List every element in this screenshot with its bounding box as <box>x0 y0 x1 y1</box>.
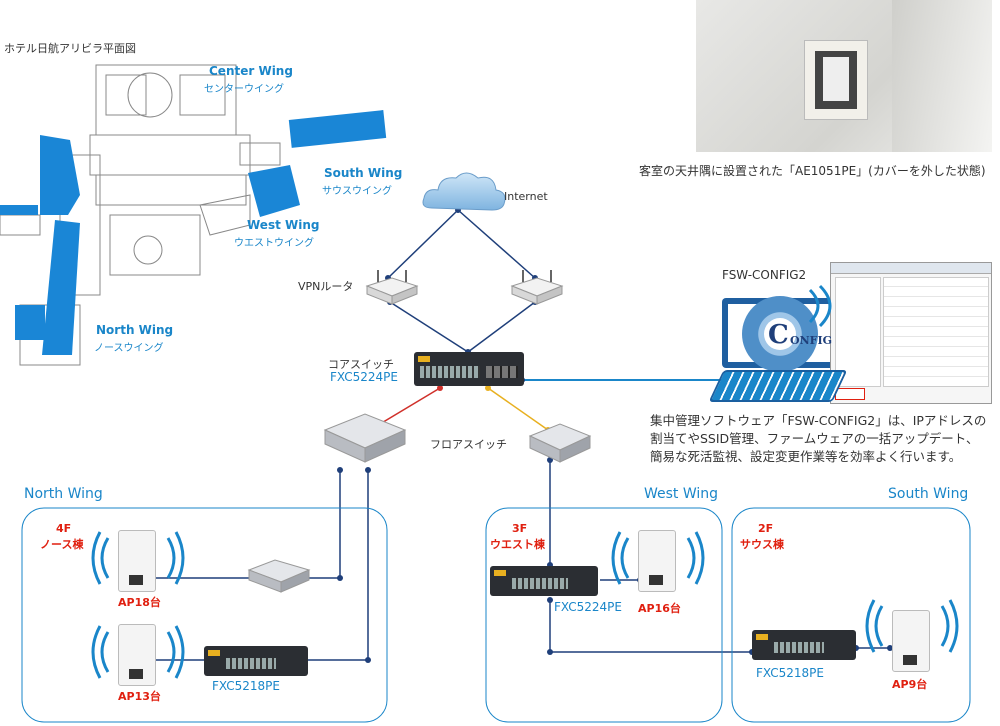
photo-caption: 客室の天井隅に設置された「AE1051PE」(カバーを外した状態) <box>639 164 986 178</box>
north-wing-title: North Wing <box>24 486 103 502</box>
ap-device-west-icon <box>638 530 676 592</box>
floorplan-map <box>0 64 387 366</box>
core-switch-icon <box>414 352 524 386</box>
ceiling-photo <box>696 0 992 152</box>
access-point-photo <box>804 40 868 120</box>
west-switch-model: FXC5224PE <box>554 600 622 614</box>
south-switch-icon <box>752 630 856 660</box>
ap-wifi-south-icon <box>865 599 959 653</box>
south-switch-model: FXC5218PE <box>756 666 824 680</box>
west-ap-count: AP16台 <box>638 602 681 615</box>
wing-north-en: North Wing <box>96 323 174 337</box>
west-floor: 3F <box>512 522 528 535</box>
core-switch-label: コアスイッチ <box>328 358 394 371</box>
floorplan-title: ホテル日航アリビラ平面図 <box>4 42 136 55</box>
west-switch-icon <box>490 566 598 596</box>
software-desc-2: 割当てやSSID管理、ファームウェアの一括アップデート、 <box>650 431 979 446</box>
vpn-router-right-icon <box>510 270 564 305</box>
internet-label: Internet <box>504 190 548 203</box>
internet-cloud-icon <box>422 172 506 211</box>
config-gear-icon <box>742 296 818 372</box>
west-floor-name: ウエスト棟 <box>490 538 545 551</box>
north-ap1-count: AP18台 <box>118 596 161 609</box>
software-title: FSW-CONFIG2 <box>722 268 807 282</box>
ap-device-south-icon <box>892 610 930 672</box>
wing-south-en: South Wing <box>324 166 403 180</box>
south-ap-count: AP9台 <box>892 678 928 691</box>
wing-west-en: West Wing <box>247 218 320 232</box>
wing-center-en: Center Wing <box>209 64 293 78</box>
floor-switch-label: フロアスイッチ <box>430 438 507 451</box>
config-logo-rest: ONFIG <box>790 334 832 347</box>
wing-north-jp: ノースウイング <box>94 343 164 354</box>
config-logo-c: C <box>768 320 789 350</box>
wifi-signal-icon <box>808 284 832 328</box>
ap-wifi-west-icon <box>611 531 705 585</box>
floor-switch-left-icon <box>323 413 407 463</box>
wing-highlights <box>0 110 387 355</box>
wing-west-jp: ウエストウイング <box>234 238 314 249</box>
wing-center-jp: センターウイング <box>204 84 284 95</box>
west-wing-title: West Wing <box>644 486 719 502</box>
ap-device-north-2-icon <box>118 624 156 686</box>
vpn-router-label: VPNルータ <box>298 280 354 293</box>
wing-south-jp: サウスウイング <box>322 186 392 197</box>
vpn-router-left-icon <box>365 270 419 305</box>
north-switch-model: FXC5218PE <box>212 679 280 693</box>
software-desc-3: 簡易な死活監視、設定変更作業等を効率よく行います。 <box>650 449 962 464</box>
highlight-box <box>835 388 865 400</box>
south-floor-name: サウス棟 <box>740 538 784 551</box>
north-ap2-count: AP13台 <box>118 690 161 703</box>
software-desc-1: 集中管理ソフトウェア「FSW-CONFIG2」は、IPアドレスの <box>650 413 987 428</box>
ap-wifi-north-1-icon <box>91 531 185 585</box>
keyboard-icon <box>708 370 848 402</box>
floor-switch-right-icon <box>528 423 592 463</box>
south-wing-title: South Wing <box>888 486 969 502</box>
software-window <box>830 262 992 404</box>
south-floor: 2F <box>758 522 774 535</box>
ap-device-north-1-icon <box>118 530 156 592</box>
core-switch-model: FXC5224PE <box>330 370 398 384</box>
north-small-switch-icon <box>247 559 311 593</box>
ap-wifi-north-2-icon <box>91 625 185 679</box>
north-switch-icon <box>204 646 308 676</box>
north-floor: 4F <box>56 522 72 535</box>
north-floor-name: ノース棟 <box>40 538 84 551</box>
